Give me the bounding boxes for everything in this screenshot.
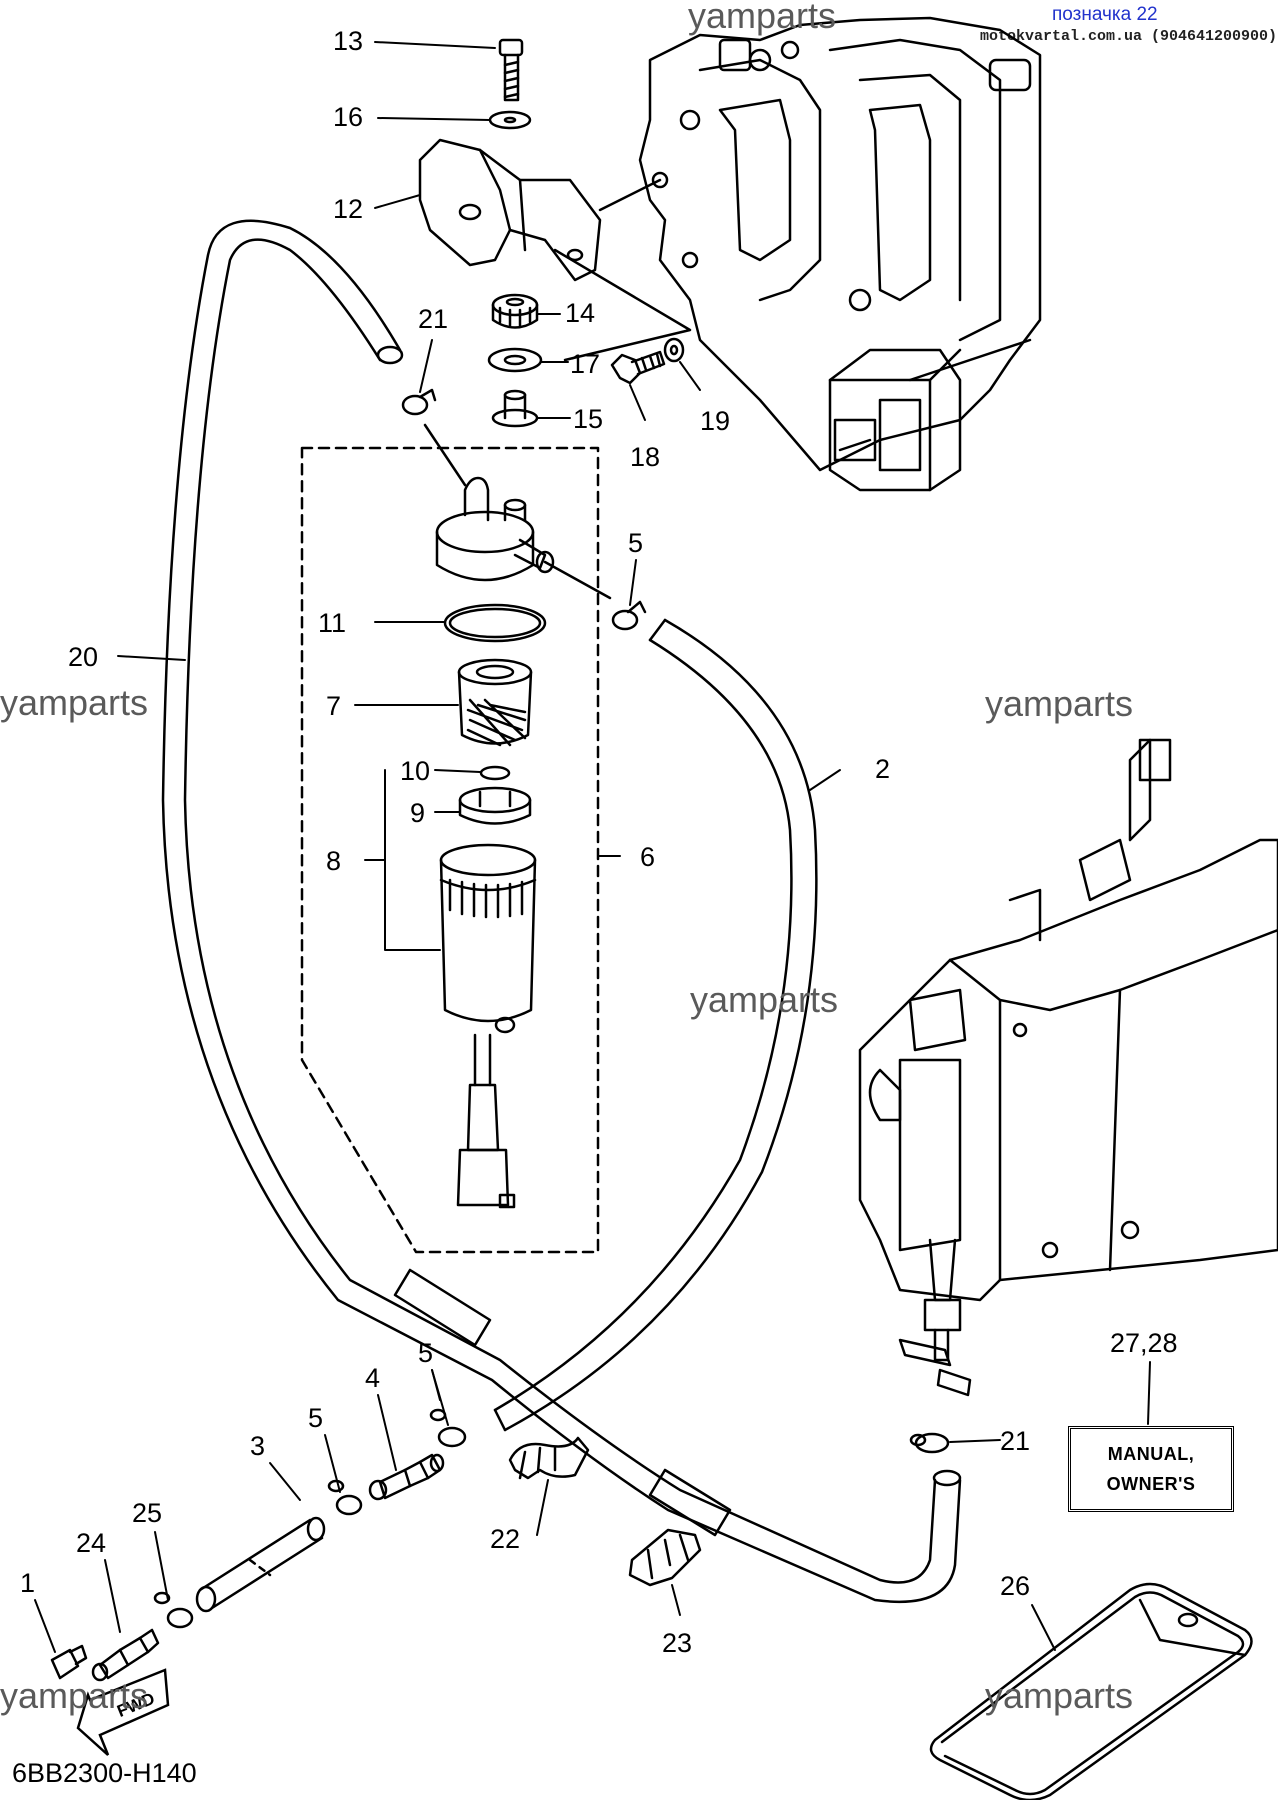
- bowl-8: [439, 843, 537, 1209]
- collar-15: [491, 389, 539, 428]
- callout-23: 23: [662, 1628, 692, 1658]
- manual-line-1: MANUAL,: [1107, 1444, 1195, 1464]
- owners-manual-label: MANUAL, OWNER'S: [1068, 1426, 1234, 1512]
- callout-18: 18: [630, 442, 660, 472]
- clip-5-mid: [429, 1408, 467, 1448]
- callout-21-lower: 21: [1000, 1426, 1030, 1456]
- callout-26: 26: [1000, 1571, 1030, 1601]
- callout-10: 10: [400, 756, 430, 786]
- header-site: motokvartal.com.ua (904641200900): [980, 28, 1278, 45]
- bolt-13: [498, 38, 524, 102]
- hose-head-5: [543, 560, 612, 600]
- bolt-18: [610, 350, 666, 385]
- engine-block-upper: [638, 16, 1042, 492]
- clip-21-upper: [401, 388, 437, 416]
- joint-24: [91, 1628, 160, 1682]
- watermark-bottom-right: yamparts: [985, 1675, 1133, 1716]
- callout-22: 22: [490, 1524, 520, 1554]
- callout-5-lower: 5: [308, 1403, 323, 1433]
- watermark-center: yamparts: [690, 979, 838, 1020]
- ring-10: [479, 765, 511, 781]
- watermark-top: yamparts: [688, 0, 836, 36]
- bracket-12: [418, 138, 602, 282]
- watermark-bottom-left: yamparts: [0, 1675, 148, 1716]
- callout-2: 2: [875, 754, 890, 784]
- leader-lines: [34, 41, 1151, 1653]
- grommet-14: [491, 293, 539, 329]
- callout-16: 16: [333, 102, 363, 132]
- pouch-26: [929, 1582, 1253, 1800]
- washer-16: [488, 110, 532, 130]
- watermark-left: yamparts: [0, 682, 148, 723]
- callout-21-upper: 21: [418, 304, 448, 334]
- callout-27-28: 27,28: [1110, 1328, 1178, 1358]
- callout-4: 4: [365, 1363, 380, 1393]
- hose-head-21: [423, 423, 467, 487]
- leader-block-bracket: [598, 178, 662, 212]
- callout-19: 19: [700, 406, 730, 436]
- washer-19: [663, 337, 685, 363]
- o-ring-11: [443, 603, 547, 643]
- holder-23: [628, 1528, 702, 1587]
- filter-head: [435, 476, 555, 582]
- callout-9: 9: [410, 798, 425, 828]
- callout-1: 1: [20, 1568, 35, 1598]
- hose-20: [161, 219, 962, 1604]
- diagram-code: 6BB2300-H140: [12, 1758, 197, 1788]
- callout-12: 12: [333, 194, 363, 224]
- cap-9: [458, 786, 532, 825]
- leader-bolt-group: [553, 248, 692, 362]
- clip-21-lower: [909, 1432, 950, 1454]
- callout-14: 14: [565, 298, 595, 328]
- hose-2: [493, 618, 818, 1432]
- callout-7: 7: [326, 691, 341, 721]
- plug-1: [50, 1644, 88, 1680]
- washer-17: [487, 347, 543, 373]
- callout-17: 17: [570, 349, 600, 379]
- header-badge: позначка 22: [1052, 4, 1158, 25]
- callout-5-mid: 5: [418, 1338, 433, 1368]
- watermarks: yamparts yamparts yamparts yamparts yamp…: [0, 0, 1133, 1716]
- callout-15: 15: [573, 404, 603, 434]
- fwd-arrow-icon: [76, 1668, 170, 1756]
- hose-3: [195, 1516, 326, 1613]
- callout-13: 13: [333, 26, 363, 56]
- callout-11: 11: [318, 608, 346, 638]
- clip-25: [153, 1591, 194, 1629]
- filter-assembly-box: [300, 446, 600, 1254]
- clip-5-upper: [611, 600, 647, 631]
- clip-5-lower: [327, 1479, 363, 1516]
- holder-22: [508, 1436, 590, 1480]
- joint-4: [368, 1453, 445, 1501]
- callout-20: 20: [68, 642, 98, 672]
- callout-25: 25: [132, 1498, 162, 1528]
- callout-numbers: 13 16 12 14 17 15 18 19 21 5 11 7 10 9 8…: [20, 26, 1178, 1658]
- callout-24: 24: [76, 1528, 106, 1558]
- callout-6: 6: [640, 842, 655, 872]
- watermark-right: yamparts: [985, 683, 1133, 724]
- callout-3: 3: [250, 1431, 265, 1461]
- callout-5-upper: 5: [628, 528, 643, 558]
- manual-line-2: OWNER'S: [1106, 1474, 1196, 1494]
- engine-block-lower: [858, 738, 1278, 1397]
- filter-element-7: [457, 658, 533, 747]
- callout-8: 8: [326, 846, 341, 876]
